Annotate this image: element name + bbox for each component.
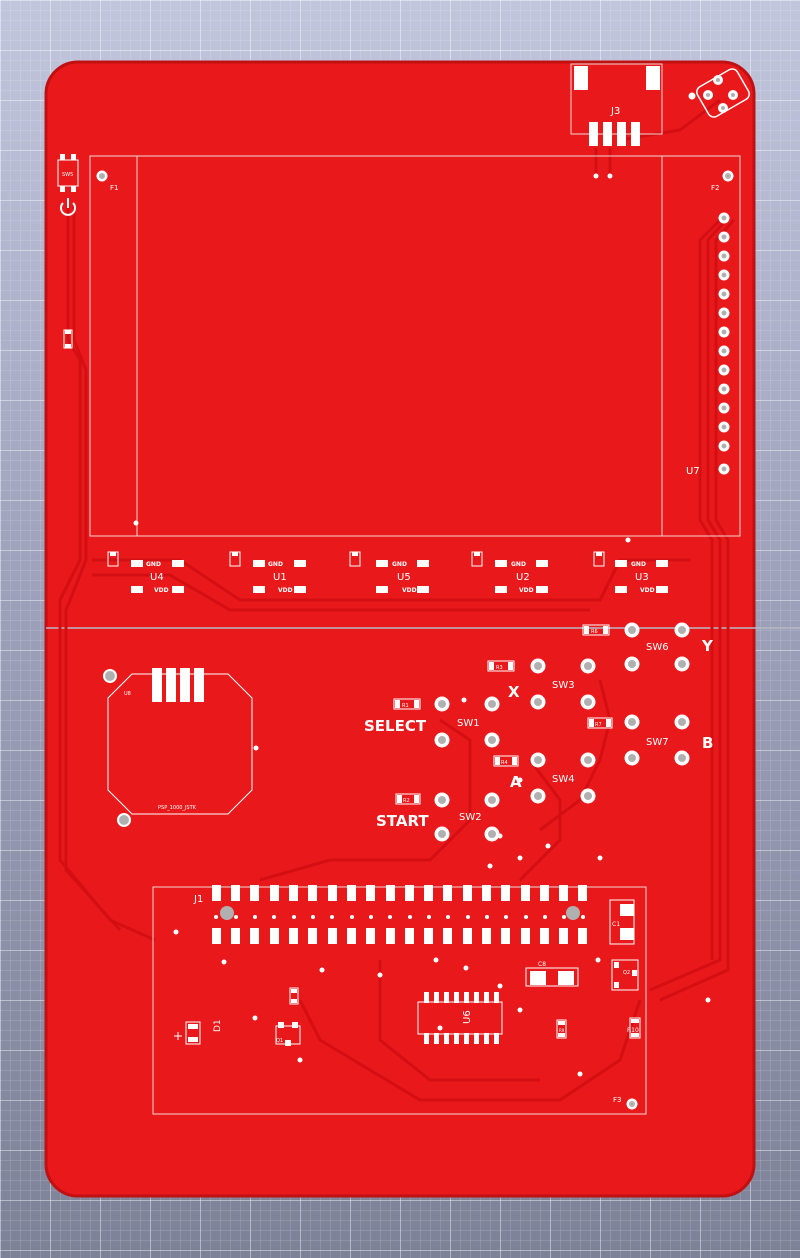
ref-q2: Q2 bbox=[623, 970, 630, 976]
ref-u2-vdd: VDD bbox=[519, 587, 534, 594]
ref-f2: F2 bbox=[711, 184, 719, 192]
vias bbox=[133, 520, 711, 1077]
mount-hole-f2 bbox=[722, 170, 734, 182]
ref-r1: R1 bbox=[402, 703, 409, 709]
label-y: Y bbox=[701, 637, 714, 655]
ref-c1: C1 bbox=[612, 921, 620, 928]
ref-u8-part: PSP_1000_JSTK bbox=[158, 805, 197, 811]
switch-sw1 bbox=[393, 696, 500, 748]
led-driver-u4 bbox=[107, 551, 184, 593]
ref-u1: U1 bbox=[273, 572, 287, 583]
ref-j3: J3 bbox=[610, 106, 620, 117]
label-b: B bbox=[702, 734, 713, 752]
ref-u5: U5 bbox=[397, 572, 411, 583]
ref-u1-vdd: VDD bbox=[278, 587, 293, 594]
ref-u3-gnd: GND bbox=[631, 561, 646, 568]
ref-u4-vdd: VDD bbox=[154, 587, 169, 594]
ref-u1-gnd: GND bbox=[268, 561, 283, 568]
power-switch-sw5 bbox=[57, 154, 79, 192]
ref-r7: R7 bbox=[595, 722, 602, 728]
ref-u2-gnd: GND bbox=[511, 561, 526, 568]
capacitor-c8 bbox=[525, 967, 579, 987]
ref-sw3: SW3 bbox=[552, 680, 575, 691]
ref-u8: U8 bbox=[124, 691, 131, 697]
ref-d1: D1 bbox=[213, 1019, 223, 1032]
mount-hole-f1 bbox=[96, 170, 108, 182]
switch-sw7 bbox=[587, 714, 690, 766]
ref-f3: F3 bbox=[613, 1096, 621, 1104]
ref-r4: R4 bbox=[501, 760, 508, 766]
ref-u3: U3 bbox=[635, 572, 649, 583]
switch-sw4 bbox=[493, 752, 596, 804]
ic-u6 bbox=[417, 992, 503, 1044]
joystick-u8 bbox=[103, 668, 259, 827]
board-substrate bbox=[44, 60, 756, 1198]
ref-u3-vdd: VDD bbox=[640, 587, 655, 594]
ref-sw5: SW5 bbox=[62, 172, 73, 178]
resistor-r8 bbox=[289, 987, 299, 1005]
switch-sw2 bbox=[395, 792, 500, 842]
connector-top-right bbox=[688, 68, 750, 118]
label-start: START bbox=[376, 812, 429, 830]
transistor-q1 bbox=[275, 1022, 301, 1046]
ref-u4: U4 bbox=[150, 572, 164, 583]
label-x: X bbox=[508, 683, 520, 701]
led-driver-u3 bbox=[593, 551, 668, 593]
ref-j1: J1 bbox=[193, 894, 203, 905]
diode-d1 bbox=[174, 1021, 201, 1045]
ref-u5-vdd: VDD bbox=[402, 587, 417, 594]
capacitor-c1 bbox=[609, 899, 635, 945]
led-driver-u5 bbox=[349, 551, 429, 593]
ref-sw7: SW7 bbox=[646, 737, 669, 748]
ref-u6: U6 bbox=[462, 1010, 473, 1024]
switch-sw6 bbox=[582, 622, 690, 672]
ref-r9: R9 bbox=[559, 1028, 565, 1033]
ref-sw6: SW6 bbox=[646, 642, 669, 653]
ref-r6: R6 bbox=[591, 629, 598, 635]
ref-u4-gnd: GND bbox=[146, 561, 161, 568]
transistor-q2 bbox=[611, 959, 639, 991]
lcd-outline-inner bbox=[136, 155, 663, 537]
switch-sw3 bbox=[487, 658, 596, 710]
label-select: SELECT bbox=[364, 717, 427, 735]
resistor-r5 bbox=[63, 329, 73, 349]
resistor-r10 bbox=[629, 1017, 641, 1039]
ref-r2: R2 bbox=[403, 798, 410, 804]
ref-r3: R3 bbox=[496, 665, 503, 671]
ref-sw1: SW1 bbox=[457, 718, 480, 729]
resistor-r9 bbox=[556, 1019, 567, 1039]
mount-hole-f3 bbox=[626, 1098, 638, 1110]
ref-q1: Q1 bbox=[276, 1038, 283, 1044]
header-u7 bbox=[718, 212, 730, 475]
power-icon bbox=[60, 198, 76, 216]
ref-c8: C8 bbox=[538, 961, 546, 968]
led-driver-u1 bbox=[229, 551, 306, 593]
ref-sw2: SW2 bbox=[459, 812, 482, 823]
module-j1-outline bbox=[152, 886, 647, 1115]
ref-f1: F1 bbox=[110, 184, 118, 192]
connector-j3 bbox=[570, 63, 663, 179]
ref-u5-gnd: GND bbox=[392, 561, 407, 568]
header-j1 bbox=[212, 885, 587, 944]
ref-sw4: SW4 bbox=[552, 774, 575, 785]
ref-u7: U7 bbox=[686, 466, 700, 477]
ref-u2: U2 bbox=[516, 572, 530, 583]
ref-r10: R10 bbox=[627, 1027, 639, 1034]
label-a: A bbox=[510, 773, 522, 791]
led-driver-u2 bbox=[471, 551, 548, 593]
